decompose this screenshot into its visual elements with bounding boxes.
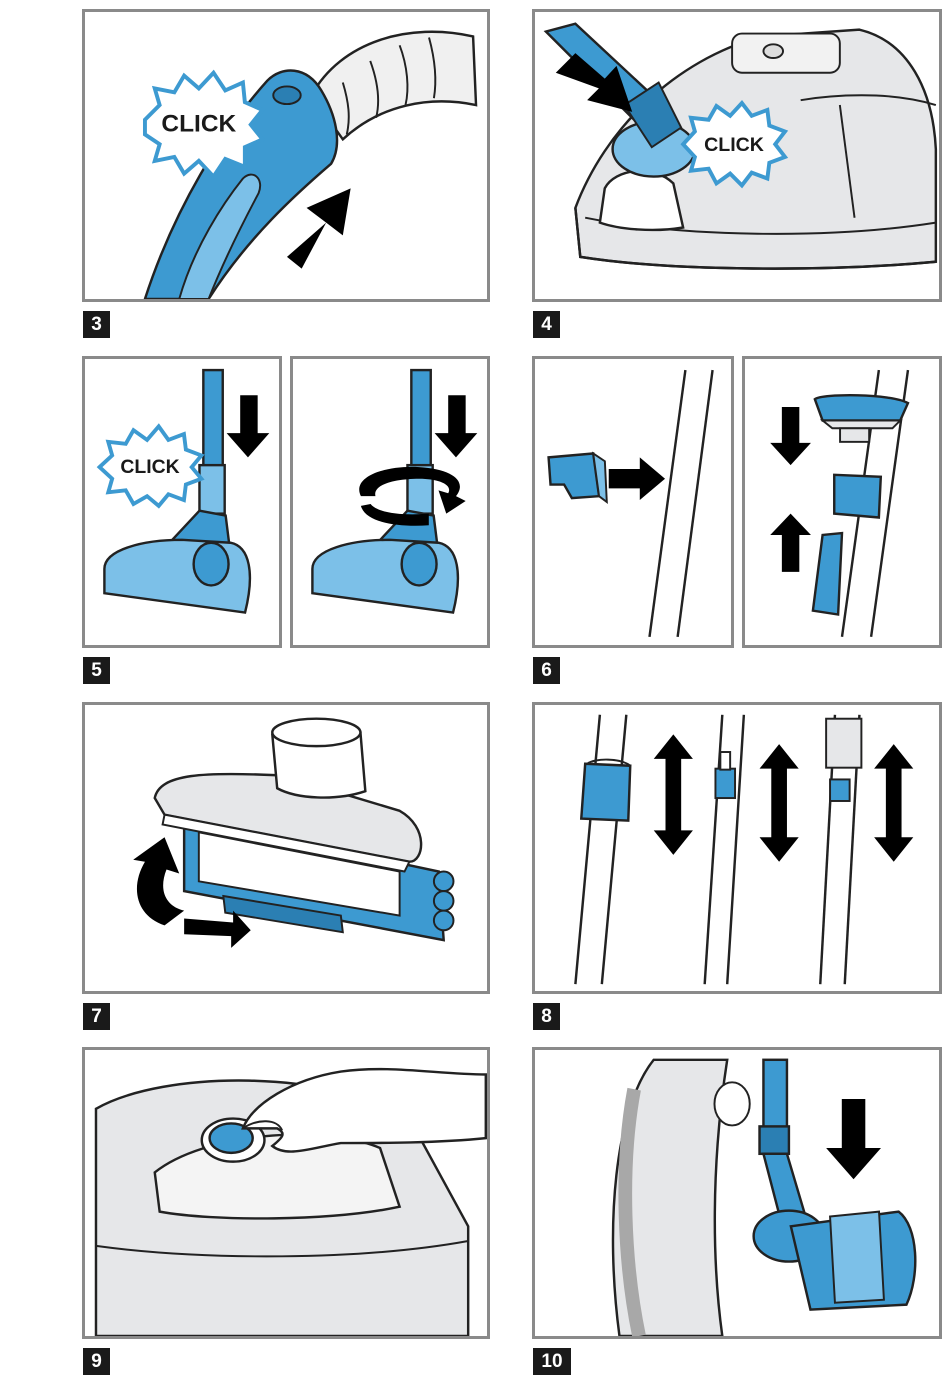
arrow-down-icon: [770, 407, 811, 465]
step-3-number: 3: [83, 311, 110, 338]
hose-attach-illustration: CLICK: [85, 12, 487, 299]
arrow-right-icon: [184, 911, 251, 948]
arrow-up-icon: [770, 514, 811, 572]
cord-rewind-illustration: [85, 1050, 487, 1336]
step-5-number: 5: [83, 657, 110, 684]
double-arrow-icon: [874, 744, 913, 862]
rotate-icon: [133, 837, 184, 925]
arrow-down-icon: [435, 395, 478, 457]
accessory-holder-illustration: [745, 359, 939, 645]
step-10-number: 10: [533, 1348, 571, 1375]
floor-nozzle-attach-illustration: CLICK: [85, 359, 279, 645]
vacuum-connect-illustration: CLICK: [535, 12, 939, 299]
step-8-number: 8: [533, 1003, 560, 1030]
step-7-illustration: [82, 702, 490, 994]
arrow-down-icon: [227, 395, 270, 457]
step-6-right-illustration: [742, 356, 942, 648]
step-6-left-illustration: [532, 356, 734, 648]
click-label: CLICK: [161, 111, 236, 138]
nozzle-open-illustration: [85, 705, 487, 991]
step-8-illustration: [532, 702, 942, 994]
clip-mount-illustration: [535, 359, 731, 645]
step-7-number: 7: [83, 1003, 110, 1030]
step-5-left-illustration: CLICK: [82, 356, 282, 648]
step-9-number: 9: [83, 1348, 110, 1375]
click-label: CLICK: [704, 134, 764, 156]
step-9-illustration: [82, 1047, 490, 1339]
parking-position-illustration: [535, 1050, 939, 1336]
step-4-illustration: CLICK: [532, 9, 942, 302]
double-arrow-icon: [760, 744, 799, 862]
arrow-right-icon: [609, 457, 665, 500]
arrow-up-icon: [287, 188, 351, 268]
step-3-illustration: CLICK: [82, 9, 490, 302]
double-arrow-icon: [654, 734, 693, 854]
step-5-right-illustration: [290, 356, 490, 648]
step-10-illustration: [532, 1047, 942, 1339]
step-4-number: 4: [533, 311, 560, 338]
click-label: CLICK: [120, 456, 179, 478]
step-6-number: 6: [533, 657, 560, 684]
tube-slide-illustration: [535, 705, 939, 991]
rotate-lock-illustration: [293, 359, 487, 645]
arrow-down-icon: [826, 1099, 881, 1179]
